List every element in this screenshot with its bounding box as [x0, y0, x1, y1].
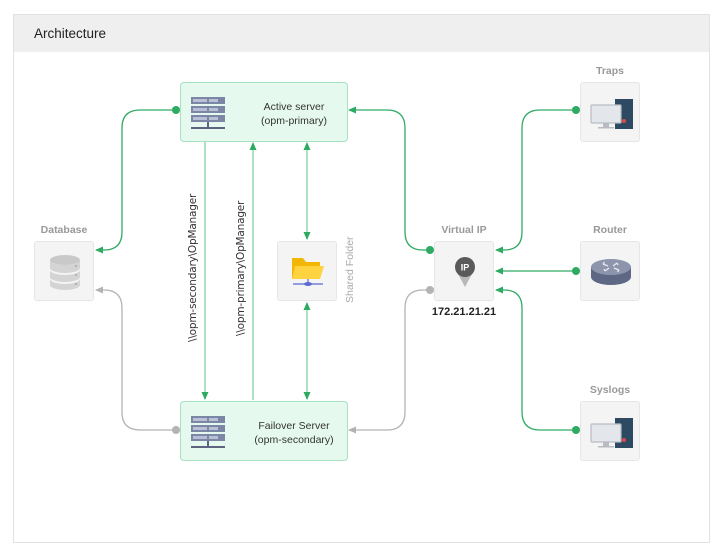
- wire-endpoint-dot: [572, 267, 580, 275]
- primary-share-path: \\opm-primary\OpManager: [235, 200, 247, 336]
- ip-pin-icon: IP: [455, 257, 475, 287]
- wire-endpoint-dot: [572, 106, 580, 114]
- router-node[interactable]: [580, 241, 640, 301]
- panel-title: Architecture: [34, 26, 107, 41]
- wire-vip-to-active: [348, 106, 430, 251]
- wire-syslogs-to-vip: [495, 286, 576, 431]
- wire-endpoint-dot: [172, 106, 180, 114]
- traps-label: Traps: [595, 65, 624, 77]
- syslogs-node[interactable]: [580, 401, 640, 461]
- failover-server-node[interactable]: Failover Server (opm-secondary): [180, 401, 348, 461]
- failover-server-host: (opm-secondary): [254, 434, 334, 446]
- active-server-host: (opm-primary): [261, 115, 327, 127]
- wire-endpoint-dot: [172, 426, 180, 434]
- server-rack-icon: [191, 97, 225, 129]
- secondary-share-path: \\opm-secondary\OpManager: [187, 193, 199, 342]
- folder-icon: [292, 258, 324, 286]
- wire-vip-to-failover: [348, 289, 430, 434]
- virtual-ip-address: 172.21.21.21: [431, 306, 497, 318]
- database-node[interactable]: [34, 241, 94, 301]
- shared-folder-label: Shared Folder: [344, 236, 356, 303]
- syslogs-label: Syslogs: [589, 384, 631, 396]
- workstation-icon: [590, 99, 633, 129]
- wire-traps-to-vip: [495, 109, 576, 254]
- database-icon: [50, 255, 80, 290]
- ip-badge-text: IP: [461, 263, 470, 273]
- shared-folder-node[interactable]: [277, 241, 337, 301]
- workstation-icon: [590, 418, 633, 448]
- wire-endpoint-dot: [426, 286, 434, 294]
- router-label: Router: [593, 224, 627, 236]
- traps-node[interactable]: [580, 82, 640, 142]
- wire-endpoint-dot: [426, 246, 434, 254]
- router-icon: [591, 259, 631, 285]
- virtual-ip-label: Virtual IP: [441, 224, 487, 236]
- wire-failover-to-database: [95, 286, 176, 431]
- panel-header: Architecture: [14, 15, 709, 52]
- active-server-title: Active server: [263, 101, 325, 113]
- server-rack-icon: [191, 416, 225, 448]
- wire-endpoint-dot: [572, 426, 580, 434]
- wire-active-to-database: [95, 109, 176, 254]
- virtual-ip-node[interactable]: IP: [434, 241, 494, 301]
- failover-server-title: Failover Server: [258, 420, 330, 432]
- active-server-node[interactable]: Active server (opm-primary): [180, 82, 348, 142]
- database-label: Database: [40, 224, 88, 236]
